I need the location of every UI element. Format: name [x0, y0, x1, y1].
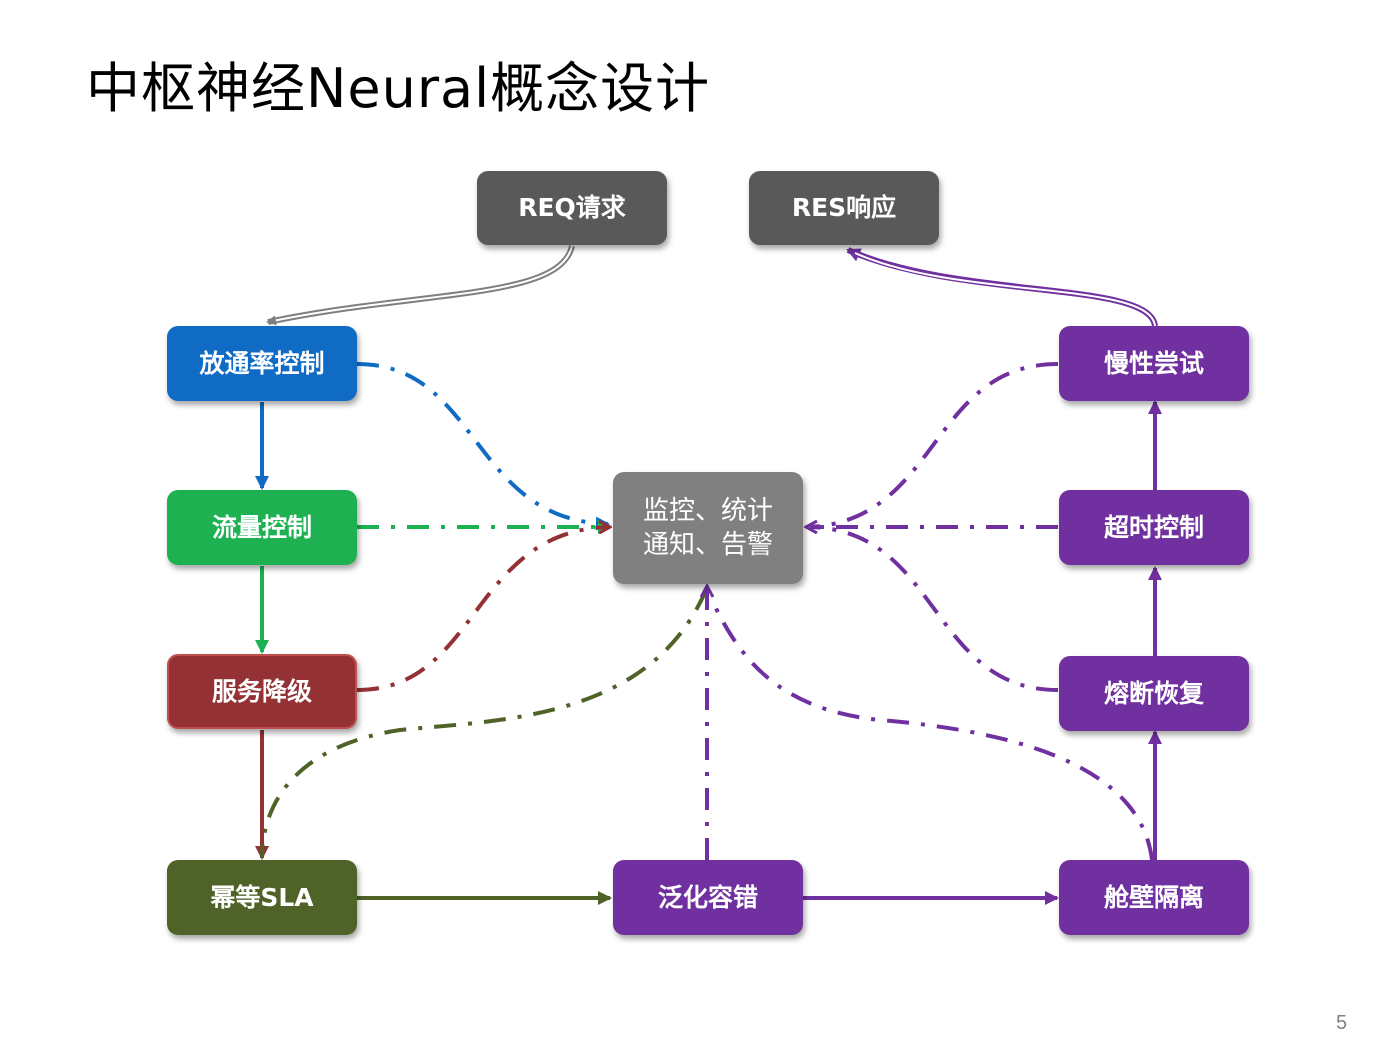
edge-req-to-pass-rate-inner	[266, 245, 573, 326]
node-bulkhead: 舱壁隔离	[1059, 860, 1249, 935]
node-pass-rate-control: 放通率控制	[167, 326, 357, 401]
node-slow-retry: 慢性尝试	[1059, 326, 1249, 401]
edge-slow-retry-to-res	[846, 247, 1158, 327]
page-number: 5	[1336, 1012, 1348, 1034]
node-circuit-breaker: 熔断恢复	[1059, 656, 1249, 731]
edge-pass-rate-to-monitor	[356, 362, 610, 531]
node-idempotent-sla: 幂等SLA	[167, 860, 357, 935]
node-timeout-control: 超时控制	[1059, 490, 1249, 565]
node-req: REQ请求	[477, 171, 667, 245]
edge-degrade-to-monitor	[356, 527, 610, 692]
edge-retry-to-monitor	[809, 362, 1059, 529]
node-monitor-alert: 监控、统计 通知、告警	[613, 472, 803, 584]
node-res: RES响应	[749, 171, 939, 245]
node-service-degrade: 服务降级	[167, 654, 357, 729]
edge-breaker-to-monitor	[809, 525, 1059, 692]
edge-monitor-to-sla	[260, 589, 708, 859]
node-flow-control: 流量控制	[167, 490, 357, 565]
node-fault-tolerance: 泛化容错	[613, 860, 803, 935]
edge-req-to-pass-rate	[267, 245, 575, 325]
edge-slow-retry-to-res-inner	[854, 252, 1156, 327]
slide-title: 中枢神经Neural概念设计	[86, 57, 711, 120]
edge-bulkhead-to-monitor	[710, 599, 1154, 861]
